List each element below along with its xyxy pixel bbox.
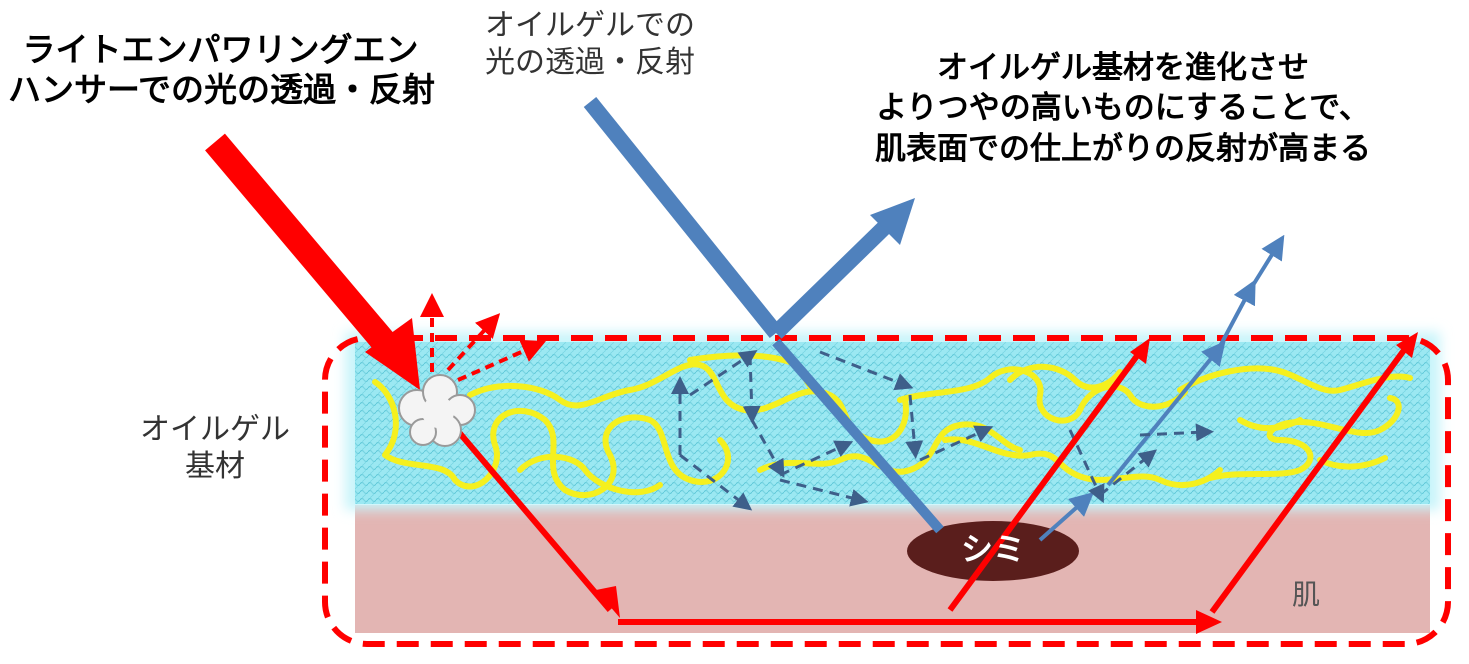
skin-layer [355, 505, 1430, 633]
left-title-line2: ハンサーでの光の透過・反射 [8, 70, 433, 110]
left-title: ライトエンパワリングエン ハンサーでの光の透過・反射 [8, 30, 433, 111]
left-title-line1: ライトエンパワリングエン [8, 30, 433, 70]
base-label-line2: 基材 [140, 449, 290, 486]
spot-label: シミ [955, 530, 1031, 569]
base-label-line1: オイルゲル [140, 412, 290, 449]
skin-label: 肌 [1292, 578, 1320, 612]
right-title-line3: 肌表面での仕上がりの反射が高まる [843, 129, 1403, 169]
right-title-line1: オイルゲル基材を進化させ [843, 48, 1403, 88]
center-title-line2: 光の透過・反射 [480, 45, 700, 82]
center-title: オイルゲルでの 光の透過・反射 [480, 8, 700, 81]
right-title: オイルゲル基材を進化させ よりつやの高いものにすることで、 肌表面での仕上がりの… [843, 48, 1403, 169]
center-title-line1: オイルゲルでの [480, 8, 700, 45]
right-title-line2: よりつやの高いものにすることで、 [843, 88, 1403, 128]
base-label: オイルゲル 基材 [140, 412, 290, 485]
